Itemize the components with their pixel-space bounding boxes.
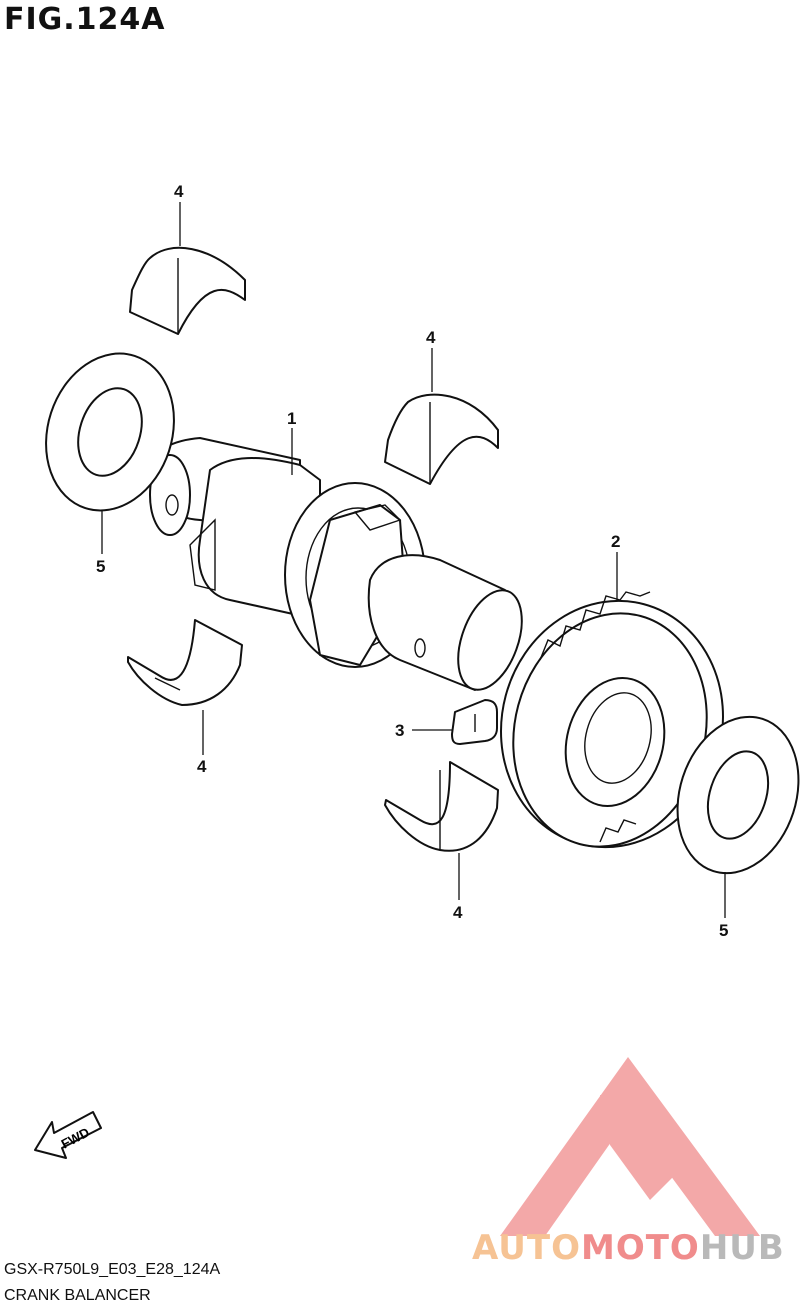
bearing-shell-part-4-top-left[interactable] [129,246,246,335]
diagram-caption: CRANK BALANCER [4,1287,151,1304]
watermark-logo [500,1057,760,1236]
callout-1: 1 [287,409,296,428]
leader-lines [101,202,726,918]
watermark-auto: AUTO [472,1228,581,1268]
callout-4-bottom-right: 4 [453,903,463,922]
balancer-shaft-part-1[interactable] [149,437,534,698]
callout-5-left: 5 [96,557,105,576]
bearing-shell-part-4-top-right[interactable] [384,393,499,485]
bearing-shell-part-4-bottom-left[interactable] [127,619,243,706]
model-code: GSX-R750L9_E03_E28_124A [4,1261,221,1278]
bearing-shell-part-4-bottom-right[interactable] [384,761,499,852]
callout-4-bottom-left: 4 [197,757,207,776]
key-part-3[interactable] [451,699,498,745]
thrust-washer-part-5-left[interactable] [26,337,193,527]
callout-5-right: 5 [719,921,728,940]
callout-3: 3 [395,721,404,740]
watermark-hub: HUB [699,1228,785,1268]
thrust-washer-part-5-right[interactable] [658,701,800,889]
watermark-moto: MOTO [580,1228,700,1268]
callout-4-top-left: 4 [174,182,184,201]
driven-gear-part-2[interactable] [474,576,751,872]
callout-2: 2 [611,532,620,551]
watermark-text: AUTOMOTOHUB [472,1228,785,1268]
fwd-arrow-icon: FWD [34,1111,102,1159]
callout-4-top-right: 4 [426,328,436,347]
figure-title: FIG.124A [4,2,166,37]
